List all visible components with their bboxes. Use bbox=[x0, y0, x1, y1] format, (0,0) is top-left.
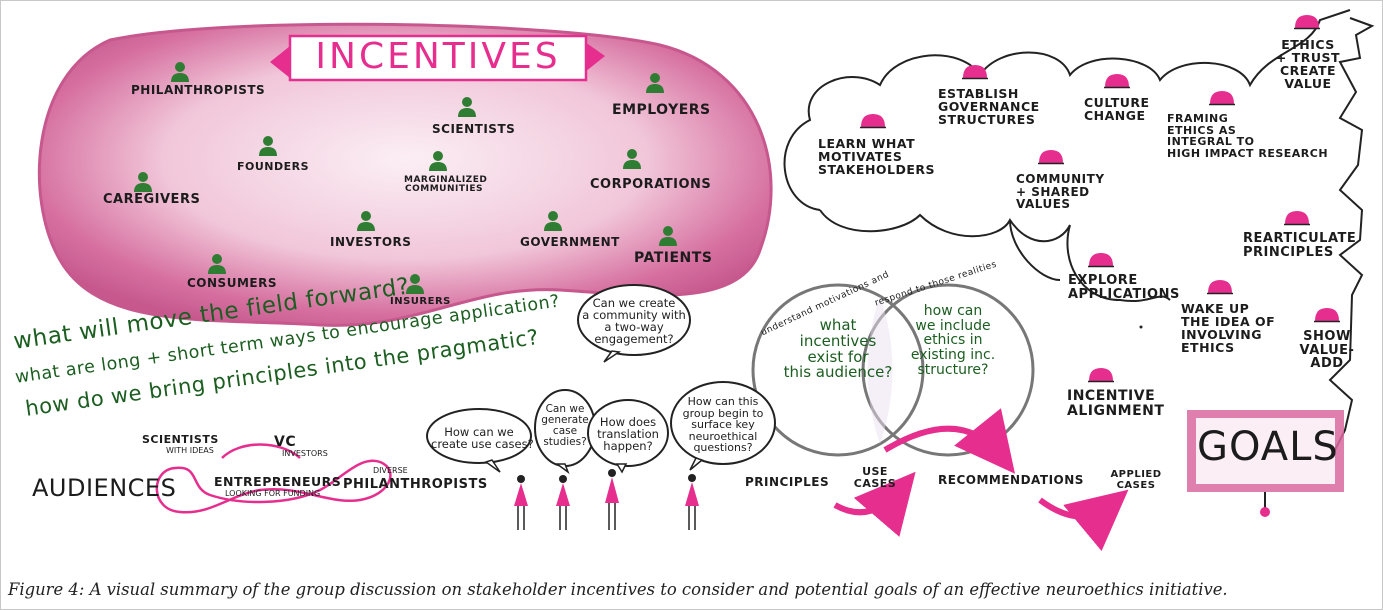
speech-bubble bbox=[670, 381, 776, 465]
incentives-title: INCENTIVES bbox=[315, 36, 561, 77]
flow-arrow-2 bbox=[883, 408, 1016, 474]
stakeholder-label: CONSUMERS bbox=[187, 276, 277, 290]
speech-bubble-text: Can we generate case studies? bbox=[541, 403, 589, 449]
goal-dome-icon bbox=[1103, 73, 1131, 89]
stakeholder-label: EMPLOYERS bbox=[612, 102, 711, 118]
audience-item: VC bbox=[274, 434, 297, 450]
speech-bubble-text: How can this group begin to surface key … bbox=[682, 395, 764, 455]
audience-item: SCIENTISTS bbox=[142, 433, 219, 446]
goal-dome-icon bbox=[1208, 90, 1236, 106]
venn-left-circle bbox=[751, 283, 925, 457]
venn-right-circle bbox=[861, 283, 1035, 457]
sketchnote-illustration bbox=[37, 9, 1375, 552]
flow-step: APPLIED CASES bbox=[1110, 469, 1162, 491]
goal-item: SHOW VALUE- ADD bbox=[1299, 329, 1355, 372]
goal-item: LEARN WHAT MOTIVATES STAKEHOLDERS bbox=[818, 136, 936, 178]
speech-bubble-text: Can we create a community with a two-way… bbox=[582, 296, 686, 347]
goal-item: WAKE UP THE IDEA OF INVOLVING ETHICS bbox=[1181, 301, 1276, 356]
stakeholder-label: CAREGIVERS bbox=[103, 192, 201, 207]
audience-note: diverse bbox=[373, 466, 408, 475]
audience-note: with ideas bbox=[166, 446, 214, 455]
goal-item: FRAMING ETHICS AS INTEGRAL TO HIGH IMPAC… bbox=[1167, 112, 1329, 160]
goals-sign bbox=[1187, 410, 1344, 517]
flow-arrow-1 bbox=[833, 471, 916, 537]
stakeholder-label: INVESTORS bbox=[330, 235, 412, 249]
stakeholder-label: PHILANTHROPISTS bbox=[131, 83, 266, 97]
venn-left-text: what incentives exist for this audience? bbox=[783, 316, 893, 382]
audiences-title: AUDIENCES bbox=[32, 474, 177, 502]
goal-dome-icon bbox=[1283, 210, 1311, 226]
goal-dome-icon bbox=[961, 64, 989, 80]
audience-item: ENTREPRENEURS bbox=[214, 474, 342, 489]
flow-step: RECOMMENDATIONS bbox=[938, 473, 1084, 487]
stakeholder-label: CORPORATIONS bbox=[590, 177, 712, 192]
goal-dome-icon bbox=[1087, 252, 1115, 268]
stakeholder-label: PATIENTS bbox=[634, 250, 713, 266]
goal-item: ETHICS + TRUST CREATE VALUE bbox=[1275, 37, 1341, 92]
stakeholder-label: SCIENTISTS bbox=[432, 122, 516, 136]
speech-bubble bbox=[587, 399, 669, 467]
goal-dome-icon bbox=[1293, 14, 1321, 30]
goal-item: ESTABLISH GOVERNANCE STRUCTURES bbox=[938, 86, 1040, 128]
audience-loops bbox=[155, 443, 392, 514]
goals-cloud bbox=[783, 9, 1375, 461]
goal-dome-icon bbox=[1313, 307, 1341, 323]
audience-item: PHILANTHROPISTS bbox=[343, 477, 488, 492]
goal-item: CULTURE CHANGE bbox=[1084, 95, 1150, 124]
goal-item: INCENTIVE ALIGNMENT bbox=[1067, 388, 1165, 419]
flow-step: USE CASES bbox=[853, 465, 897, 490]
pink-person-figures bbox=[514, 469, 699, 530]
goal-item: COMMUNITY + SHARED VALUES bbox=[1016, 172, 1105, 212]
audience-note: looking for funding bbox=[225, 489, 321, 498]
speech-bubble bbox=[577, 284, 691, 356]
goal-item: REARTICULATE PRINCIPLES bbox=[1243, 231, 1357, 260]
goal-item: EXPLORE APPLICATIONS bbox=[1068, 273, 1180, 302]
goals-title: GOALS bbox=[1197, 424, 1339, 470]
flow-arrow-3 bbox=[1038, 489, 1129, 552]
speech-bubble-text: How does translation happen? bbox=[597, 415, 659, 454]
speech-bubble bbox=[426, 408, 532, 464]
goal-dome-icon bbox=[1087, 367, 1115, 383]
incentives-blob bbox=[37, 22, 773, 327]
goal-dome-icon bbox=[859, 113, 887, 129]
flow-step: PRINCIPLES bbox=[745, 475, 830, 489]
stakeholder-label: FOUNDERS bbox=[237, 160, 310, 173]
audience-note: investors bbox=[282, 449, 328, 458]
figure-caption: Figure 4: A visual summary of the group … bbox=[8, 580, 1228, 599]
stakeholder-label: MARGINALIZED COMMUNITIES bbox=[404, 175, 488, 195]
venn-right-text: how can we include ethics in existing in… bbox=[910, 303, 996, 378]
speech-bubble-text: How can we create use cases? bbox=[431, 425, 534, 452]
goal-dome-icon bbox=[1206, 279, 1234, 295]
goal-dome-icon bbox=[1037, 149, 1065, 165]
stakeholder-label: INSURERS bbox=[390, 296, 451, 307]
incentives-banner bbox=[270, 34, 605, 82]
stakeholder-label: GOVERNMENT bbox=[520, 235, 620, 249]
